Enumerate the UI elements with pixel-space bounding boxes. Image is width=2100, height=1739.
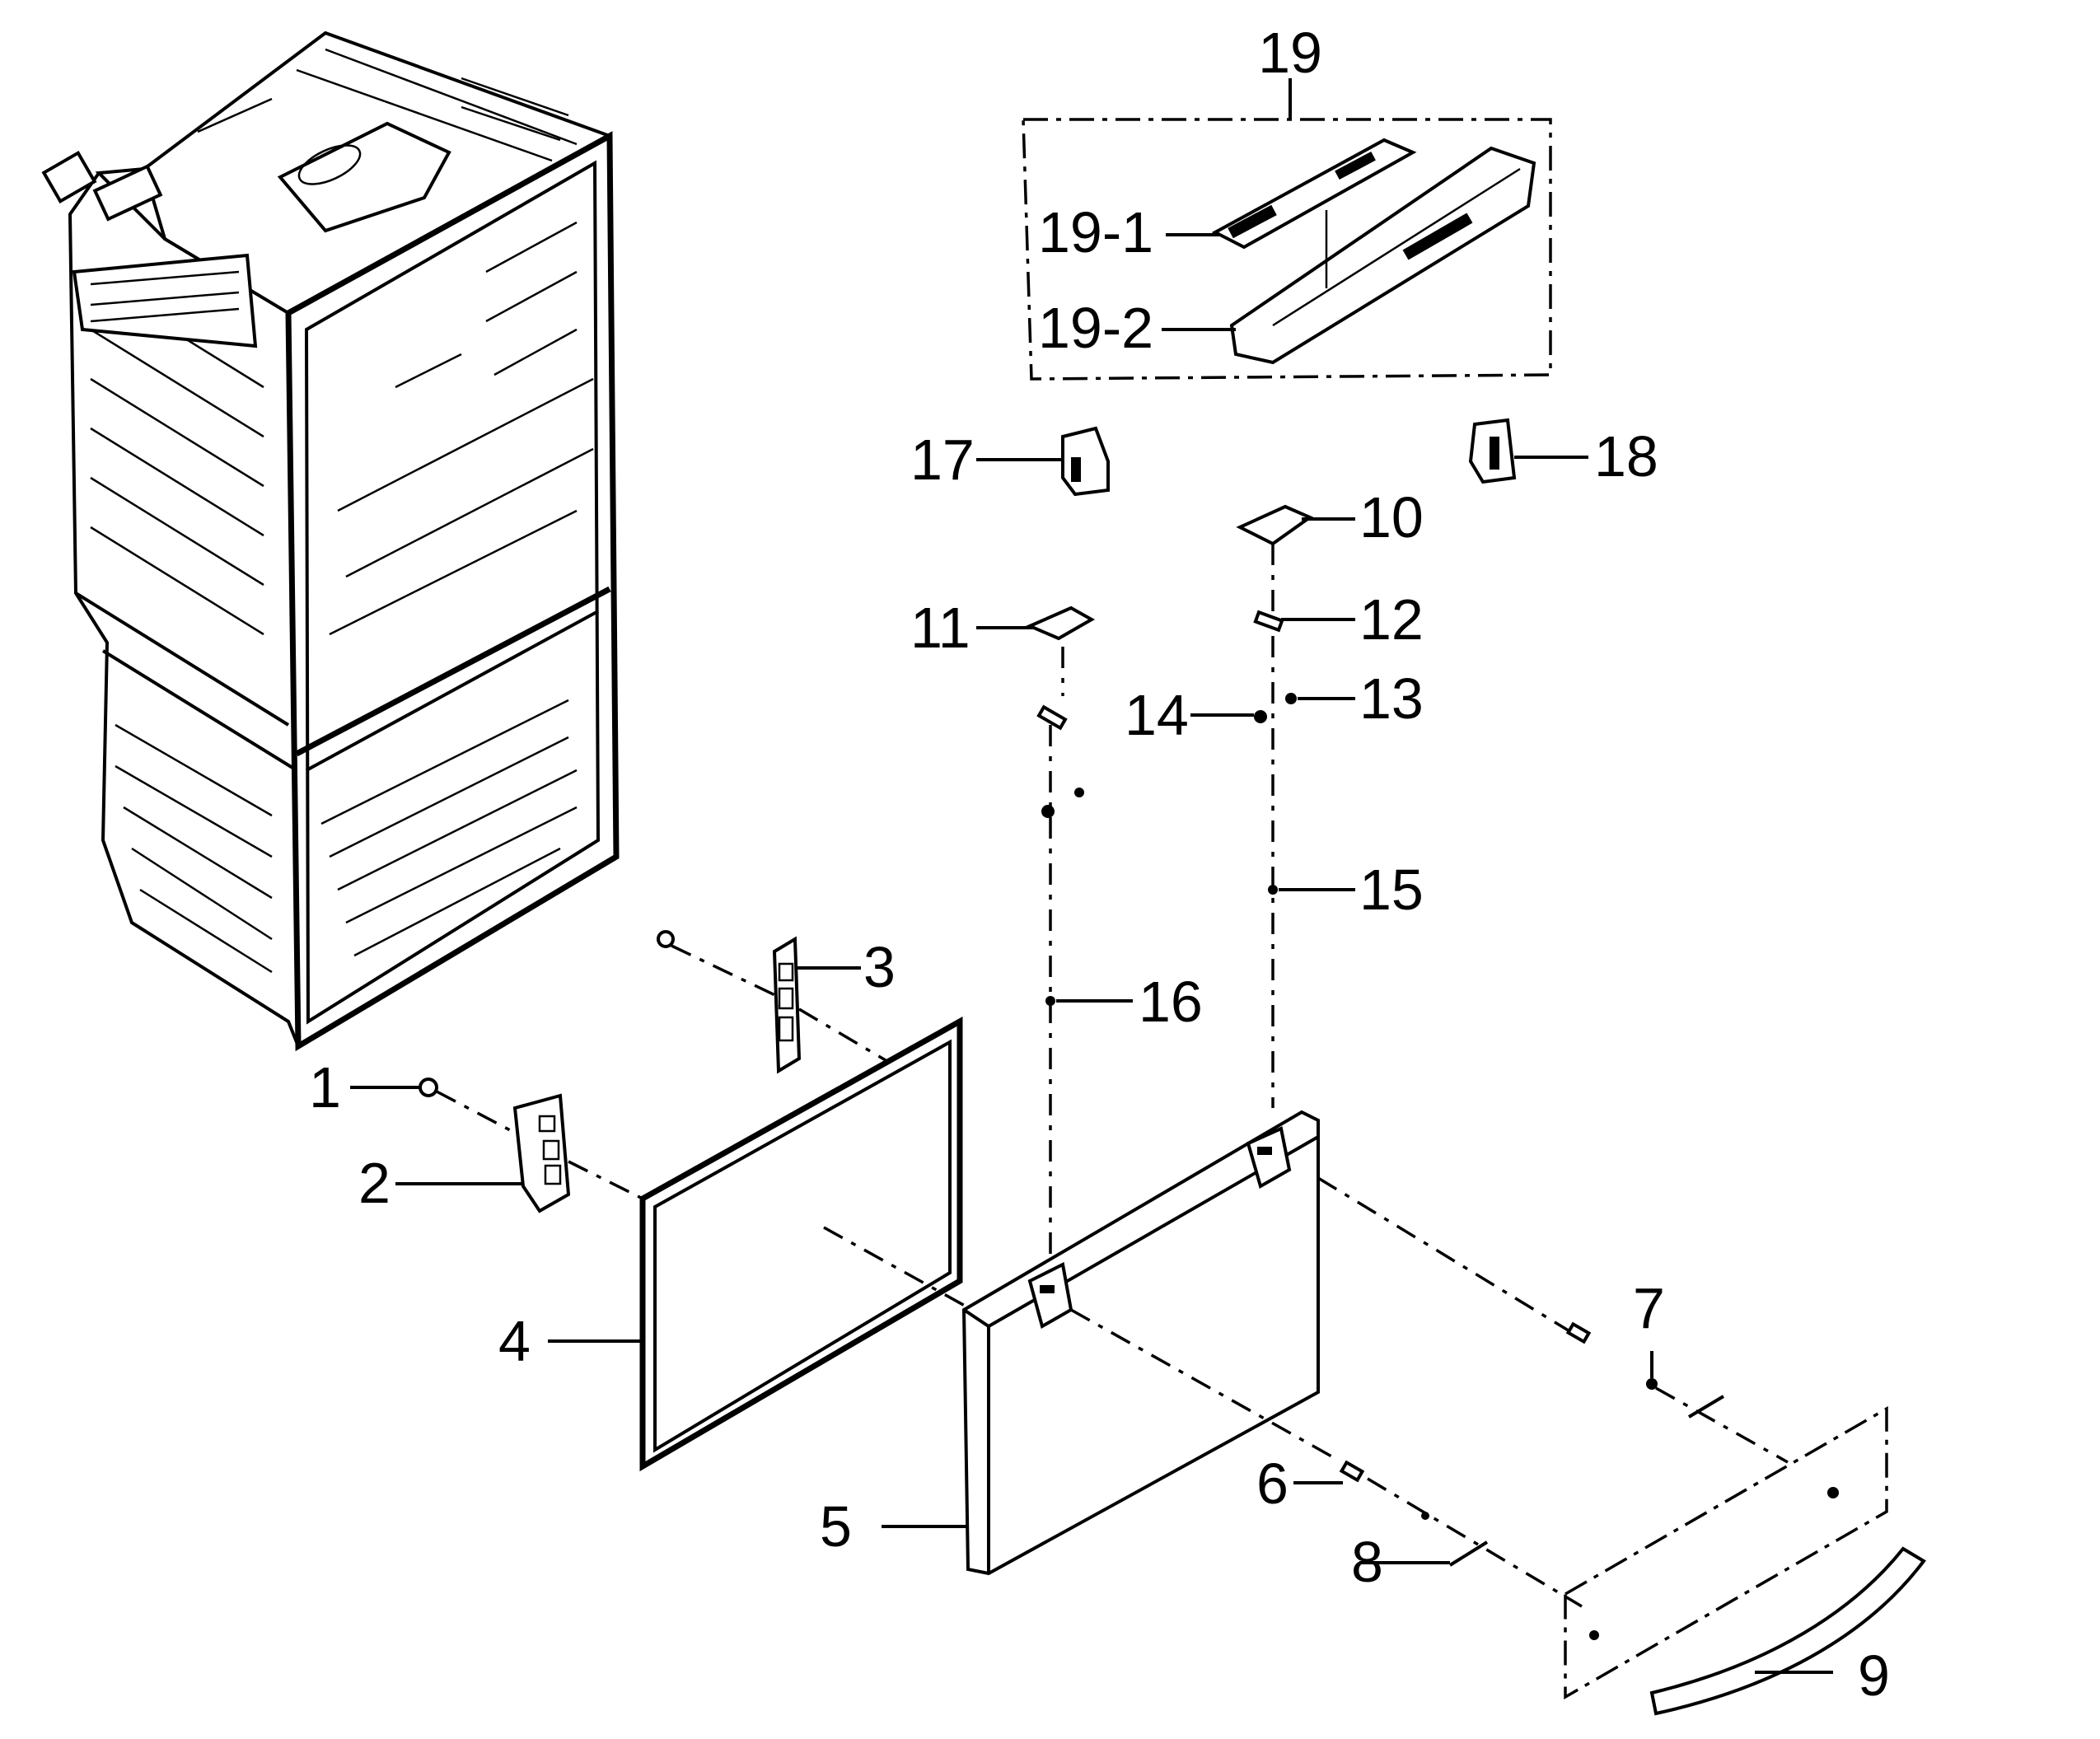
freezer-door-5 (882, 1110, 1320, 1576)
drawer-front-panel (1564, 1405, 1888, 1700)
callout-15: 15 (1359, 858, 1424, 922)
callout-10: 10 (1359, 485, 1424, 549)
drawer-rail-assembly (1070, 1176, 1789, 1608)
hinge-pin-line-right (1190, 544, 1355, 1108)
callout-5: 5 (820, 1494, 852, 1559)
cap-11 (976, 605, 1096, 641)
hinge-bracket-2 (350, 1078, 643, 1213)
callout-6: 6 (1256, 1452, 1289, 1516)
callout-2: 2 (358, 1151, 391, 1215)
cap-10 (1236, 504, 1355, 546)
callout-14: 14 (1125, 683, 1189, 747)
callout-16: 16 (1139, 970, 1203, 1034)
part-19-assembly (1022, 78, 1552, 381)
hinge-cap-18 (1468, 418, 1588, 484)
drawer-handle-9 (1649, 1546, 1926, 1716)
door-gasket-4 (548, 1017, 973, 1472)
hinge-bracket-3 (657, 930, 891, 1074)
callout-8: 8 (1351, 1530, 1383, 1594)
callout-19: 19 (1258, 21, 1322, 85)
refrigerator-cabinet (41, 30, 620, 1052)
callout-12: 12 (1359, 587, 1424, 652)
callout-4: 4 (498, 1309, 531, 1373)
callout-11: 11 (910, 596, 970, 660)
callout-7: 7 (1633, 1276, 1665, 1340)
callout-3: 3 (863, 935, 896, 999)
callout-19-1: 19-1 (1038, 200, 1153, 264)
hinge-pin-line-left (1036, 647, 1133, 1265)
callout-17: 17 (910, 428, 975, 492)
callout-9: 9 (1858, 1643, 1890, 1708)
callout-13: 13 (1359, 666, 1424, 731)
hinge-cap-17 (976, 426, 1110, 497)
callout-18: 18 (1594, 424, 1658, 489)
callout-1: 1 (309, 1055, 341, 1120)
callout-19-2: 19-2 (1038, 296, 1153, 360)
callout-labels: 19 19-1 19-2 17 18 10 11 12 13 14 15 16 … (309, 21, 1890, 1708)
